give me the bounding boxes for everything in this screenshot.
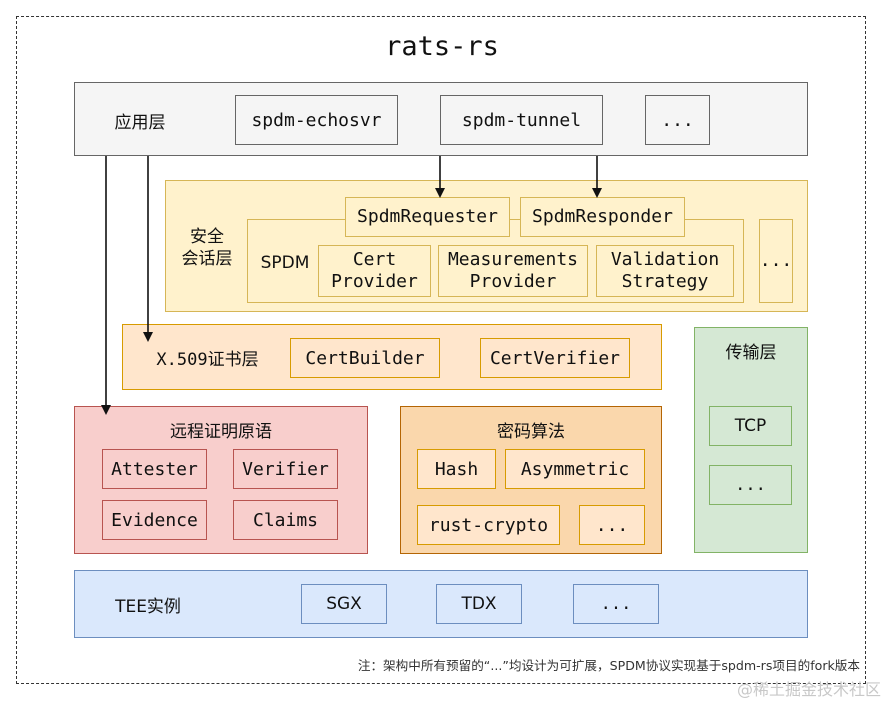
app-layer-label: 应用层 xyxy=(114,112,166,133)
transport-layer-label: 传输层 xyxy=(725,342,777,363)
validation-strategy-box: Validation Strategy xyxy=(596,245,734,297)
watermark: @稀土掘金技术社区 xyxy=(736,680,881,699)
asymmetric-box: Asymmetric xyxy=(505,449,645,489)
evidence-box: Evidence xyxy=(102,500,207,540)
attestation-layer-label: 远程证明原语 xyxy=(170,421,272,442)
cert-verifier-box: CertVerifier xyxy=(480,338,630,378)
measurements-provider-box: Measurements Provider xyxy=(438,245,588,297)
attester-box: Attester xyxy=(102,449,207,489)
diagram-title: rats-rs xyxy=(385,30,499,62)
spdm-tunnel-box: spdm-tunnel xyxy=(440,95,603,145)
crypto-more-box: ... xyxy=(579,505,645,545)
measurements-provider-line1: Measurements xyxy=(447,249,579,270)
session-label-line2: 会话层 xyxy=(181,249,233,269)
verifier-box: Verifier xyxy=(233,449,338,489)
session-label-line1: 安全 xyxy=(190,227,224,247)
rust-crypto-box: rust-crypto xyxy=(417,505,560,545)
spdm-label: SPDM xyxy=(260,253,310,273)
hash-box: Hash xyxy=(417,449,496,489)
app-more-box: ... xyxy=(645,95,710,145)
claims-box: Claims xyxy=(233,500,338,540)
tdx-box: TDX xyxy=(436,584,522,624)
transport-more-box: ... xyxy=(709,465,792,505)
spdm-echosvr-box: spdm-echosvr xyxy=(235,95,398,145)
cert-builder-box: CertBuilder xyxy=(290,338,440,378)
spdm-requester-box: SpdmRequester xyxy=(345,197,510,237)
session-more-box: ... xyxy=(759,219,793,303)
tee-more-box: ... xyxy=(573,584,659,624)
tcp-box: TCP xyxy=(709,406,792,446)
validation-strategy-line1: Validation xyxy=(610,249,720,270)
session-layer-label: 安全 会话层 xyxy=(172,225,242,271)
cert-provider-box: Cert Provider xyxy=(318,245,431,297)
crypto-layer-label: 密码算法 xyxy=(497,421,565,442)
measurements-provider-line2: Provider xyxy=(469,271,557,292)
validation-strategy-line2: Strategy xyxy=(621,271,709,292)
cert-provider-line1: Cert xyxy=(352,249,397,270)
spdm-responder-box: SpdmResponder xyxy=(520,197,685,237)
footnote: 注：架构中所有预留的“...”均设计为可扩展，SPDM协议实现基于spdm-rs… xyxy=(357,658,860,673)
tee-layer-label: TEE实例 xyxy=(115,596,181,617)
cert-provider-line2: Provider xyxy=(331,271,418,292)
diagram-frame xyxy=(16,16,866,684)
x509-layer-label: X.509证书层 xyxy=(156,349,259,370)
sgx-box: SGX xyxy=(301,584,387,624)
